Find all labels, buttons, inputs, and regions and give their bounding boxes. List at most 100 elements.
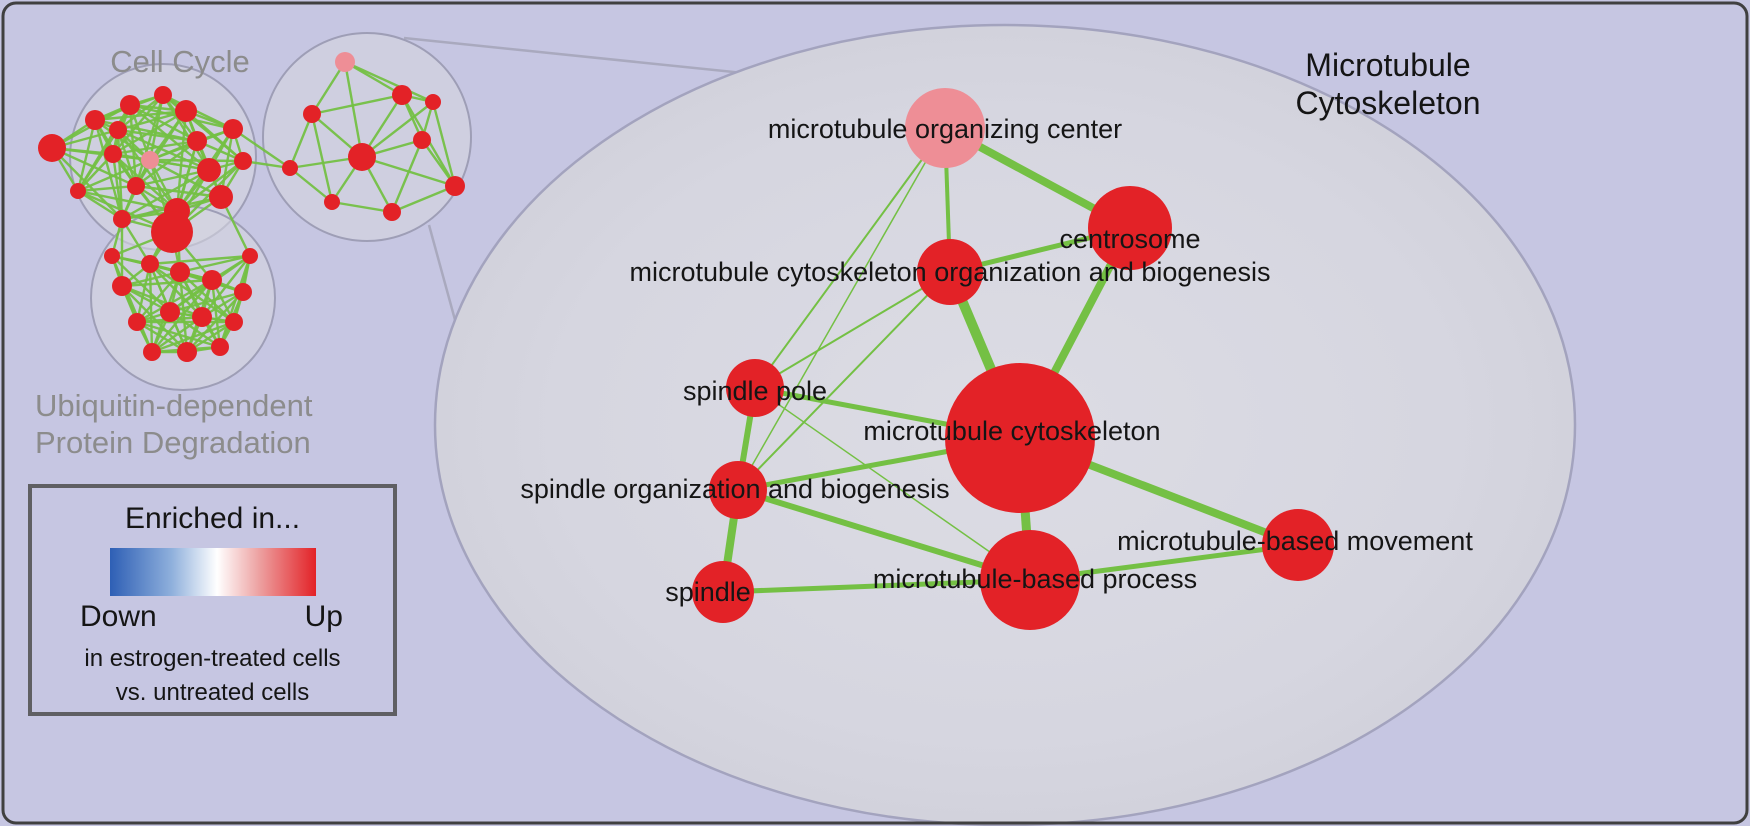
overview-edge — [111, 254, 213, 282]
overview-edge — [111, 255, 171, 313]
overview-edge — [149, 158, 244, 163]
overview-node — [160, 302, 180, 322]
overview-node — [127, 177, 145, 195]
overview-edge — [94, 119, 151, 161]
node-mcob — [917, 239, 983, 305]
overview-node — [143, 343, 161, 361]
overview-node — [225, 313, 243, 331]
overview-edge — [311, 93, 403, 116]
node-spindle_pole — [726, 359, 784, 417]
overview-edge — [151, 316, 203, 353]
overview-node — [324, 194, 340, 210]
overview-node — [335, 52, 355, 72]
overview-node — [234, 283, 252, 301]
edge-mcob-sob — [737, 271, 951, 491]
overview-node — [392, 85, 412, 105]
overview-edge — [117, 129, 178, 212]
node-label-spindle: spindle — [665, 577, 751, 607]
overview-node — [303, 105, 321, 123]
overview-node — [177, 342, 197, 362]
node-mbm — [1262, 509, 1334, 581]
overview-edge — [161, 94, 211, 171]
overview-edge — [310, 61, 347, 115]
label-ubiquitin-degradation: Protein Degradation — [35, 425, 311, 460]
node-label-sob: spindle organization and biogenesis — [520, 474, 949, 504]
node-label-centrosome: centrosome — [1059, 224, 1200, 254]
overview-edge — [136, 278, 213, 324]
node-label-mcob: microtubule cytoskeleton organization an… — [630, 257, 1271, 287]
overview-edge — [121, 285, 188, 353]
overview-edge — [431, 101, 457, 187]
overview-edge — [169, 290, 244, 314]
legend-subtitle-line1: in estrogen-treated cells — [84, 645, 341, 672]
overview-edge — [117, 109, 187, 132]
legend-subtitle-line2: vs. untreated cells — [115, 678, 310, 706]
label-ubiquitin-degradation: Ubiquitin-dependent — [35, 388, 313, 423]
overview-edge — [117, 128, 210, 172]
overview-node — [223, 119, 243, 139]
overview-node — [197, 158, 221, 182]
overview-node — [104, 248, 120, 264]
overview-edge — [51, 147, 123, 220]
node-label-moc: microtubule organizing center — [768, 114, 1122, 144]
label-cell-cycle: Cell Cycle — [110, 44, 250, 79]
overview-edge — [176, 160, 244, 212]
legend-color-scale-bar — [109, 548, 316, 596]
edge-spindle-mbp — [722, 577, 1031, 595]
overview-node — [151, 211, 193, 253]
overview-edge — [135, 168, 210, 188]
overview-edge — [117, 94, 164, 131]
overview-edge — [218, 255, 252, 348]
overview-node — [38, 134, 66, 162]
overview-edge — [391, 184, 456, 214]
label-microtubule-cytoskeleton: Microtubule — [1305, 47, 1470, 83]
overview-edge — [94, 109, 187, 122]
node-moc — [905, 88, 985, 168]
overview-edge — [117, 128, 198, 143]
node-label-mbp: microtubule-based process — [873, 564, 1197, 594]
overview-edge — [343, 61, 364, 158]
overview-edge — [136, 271, 181, 323]
overview-edge — [110, 255, 154, 353]
overview-edge — [148, 94, 165, 161]
node-label-mc: microtubule cytoskeleton — [863, 416, 1160, 446]
overview-edge — [179, 254, 251, 274]
legend-scale-labels: Down Up — [32, 596, 393, 634]
overview-node — [85, 110, 105, 130]
overview-node — [192, 307, 212, 327]
node-label-spindle_pole: spindle pole — [683, 376, 827, 406]
overview-edge — [134, 94, 165, 187]
overview-node — [413, 131, 431, 149]
overview-edge — [210, 279, 222, 348]
overview-edge — [390, 139, 424, 213]
overview-edge — [116, 129, 124, 220]
node-mc — [945, 363, 1095, 513]
overview-node — [104, 145, 122, 163]
overview-edge — [121, 284, 203, 319]
overview-node — [425, 94, 441, 110]
edge-mcob-spindle_pole — [754, 271, 951, 389]
overview-node — [202, 270, 222, 290]
overview-edge — [310, 113, 334, 203]
overview-node — [128, 313, 146, 331]
overview-node — [109, 121, 127, 139]
overview-node — [170, 262, 190, 282]
overview-edge — [201, 255, 251, 318]
legend-down-label: Down — [80, 600, 157, 633]
overview-edge — [93, 119, 124, 220]
overview-edge — [116, 129, 138, 187]
legend-title: Enriched in... — [124, 502, 301, 535]
overview-edge — [77, 184, 137, 193]
overview-edge — [169, 311, 221, 348]
node-label-mbm: microtubule-based movement — [1117, 526, 1473, 556]
overview-edge — [151, 320, 235, 354]
overview-edge — [289, 167, 333, 203]
overview-node — [242, 248, 258, 264]
overview-edge — [331, 200, 393, 214]
overview-edge — [149, 254, 251, 266]
overview-edge — [76, 119, 97, 192]
legend-box: Enriched in... Down Up in estrogen-treat… — [28, 484, 397, 716]
overview-edge — [288, 113, 314, 169]
